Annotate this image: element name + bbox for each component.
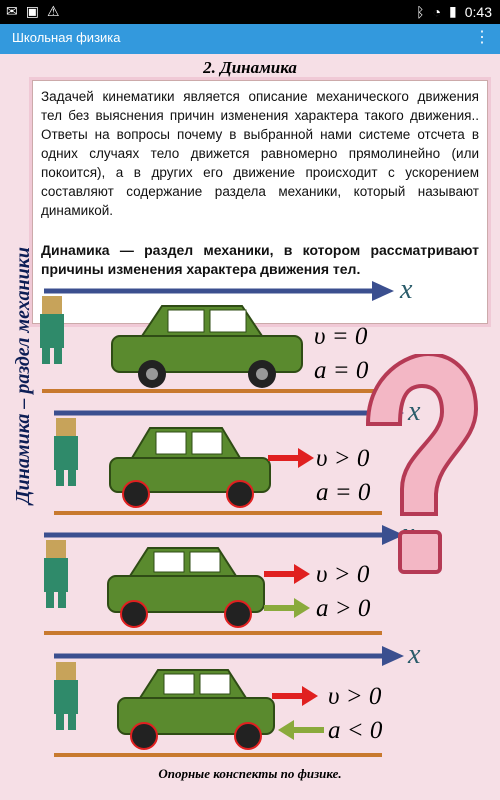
- x-axis-label: x: [399, 276, 413, 305]
- acceleration-arrow: [264, 598, 310, 618]
- wifi-icon: ◔: [432, 3, 442, 20]
- notification-icon: ✉: [6, 3, 18, 19]
- x-axis-arrowhead: [382, 646, 404, 666]
- velocity-label: υ > 0: [328, 683, 382, 710]
- velocity-label: υ > 0: [316, 561, 370, 588]
- acceleration-label: a = 0: [314, 357, 369, 384]
- velocity-arrow: [268, 448, 314, 468]
- panel-rest: x υ = 0 a = 0: [40, 276, 413, 393]
- footer-text: Опорные конспекты по физике.: [158, 766, 342, 781]
- x-axis-arrowhead: [372, 281, 394, 301]
- acceleration-label: a < 0: [328, 717, 383, 744]
- page-title: 2. Динамика: [203, 58, 297, 77]
- x-axis-label: x: [407, 396, 421, 427]
- battery-icon: ▮: [449, 3, 457, 19]
- acceleration-arrow: [278, 720, 324, 740]
- bluetooth-icon: ᛒ: [416, 3, 425, 20]
- status-bar: ✉ ▣ ⚠ ᛒ ◔ ▮ 0:43: [0, 0, 500, 24]
- overflow-menu-icon[interactable]: ⋮: [474, 29, 490, 46]
- car: [107, 547, 265, 628]
- person-figure: [54, 418, 78, 486]
- app-title: Школьная физика: [12, 30, 121, 45]
- x-axis-arrowhead: [382, 525, 404, 545]
- question-mark-icon: [365, 354, 478, 574]
- x-axis-label: x: [407, 639, 421, 670]
- definition-text: Динамика — раздел механики, в котором ра…: [41, 242, 479, 277]
- dynamics-diagram: x υ = 0 a = 0 x: [40, 276, 421, 757]
- clock: 0:43: [464, 3, 492, 20]
- person-figure: [40, 296, 64, 364]
- image-icon: ▣: [25, 3, 39, 19]
- panel-constant-velocity: x υ > 0 a = 0: [54, 396, 421, 515]
- acceleration-label: a > 0: [316, 595, 371, 622]
- page-content: 2. Динамика Задачей кинематики является …: [0, 54, 500, 800]
- velocity-arrow: [272, 686, 318, 706]
- person-figure: [44, 540, 68, 608]
- person-figure: [54, 662, 78, 730]
- velocity-label: υ > 0: [316, 445, 370, 472]
- intro-paragraph: Задачей кинематики является описание мех…: [41, 89, 479, 218]
- velocity-label: υ = 0: [314, 323, 368, 350]
- car: [111, 305, 303, 388]
- car: [117, 669, 275, 750]
- panel-accelerating: x υ >: [44, 518, 415, 635]
- warning-icon: ⚠: [46, 3, 60, 19]
- panel-decelerating: x υ >: [54, 639, 421, 757]
- velocity-arrow: [264, 564, 310, 584]
- app-bar: Школьная физика ⋮: [0, 24, 500, 54]
- acceleration-label: a = 0: [316, 479, 371, 506]
- text-panel: Задачей кинематики является описание мех…: [32, 80, 488, 324]
- car: [109, 427, 271, 508]
